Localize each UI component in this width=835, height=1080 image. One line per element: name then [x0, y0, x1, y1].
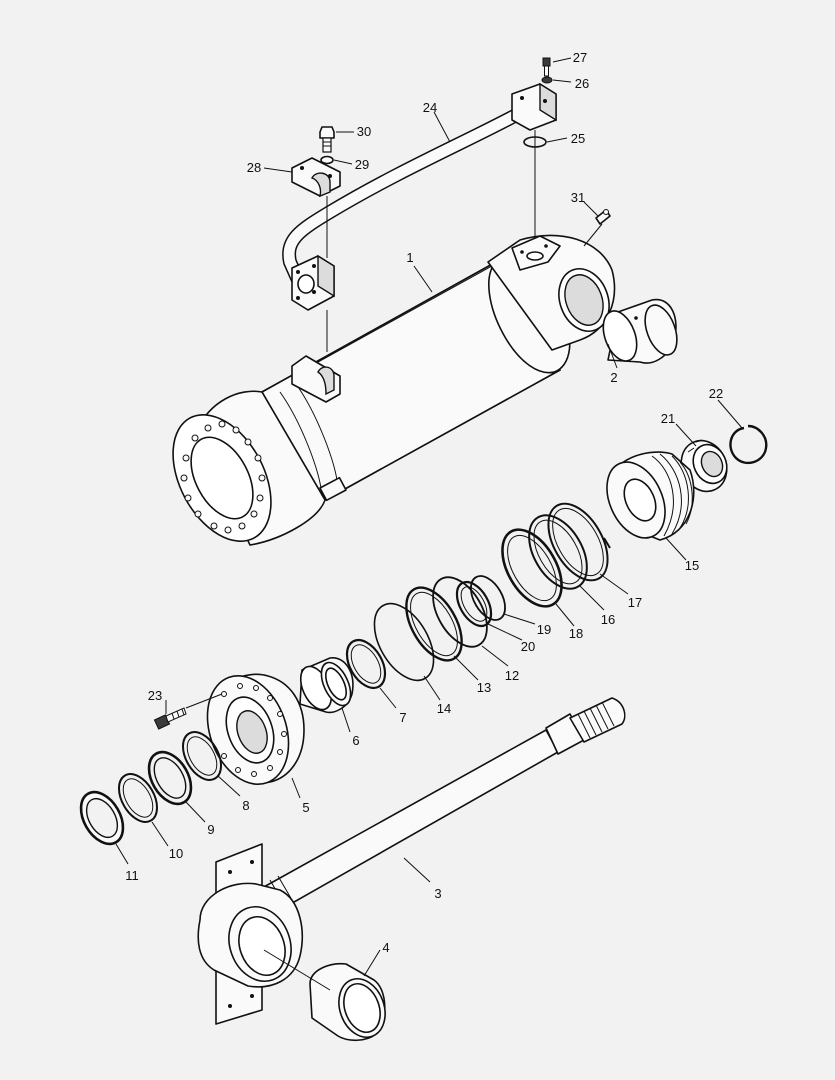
washer-29 — [320, 155, 334, 165]
ring-18 — [501, 528, 563, 608]
bushing-4 — [309, 962, 386, 1042]
callout-6: 6 — [352, 733, 359, 748]
seal-9 — [147, 750, 193, 806]
seal-8 — [182, 731, 222, 781]
callout-27: 27 — [573, 50, 587, 65]
bolt-30 — [319, 126, 335, 153]
rod-eye — [197, 843, 303, 1025]
ring-16 — [528, 514, 588, 590]
ring-17 — [547, 502, 609, 582]
callout-16: 16 — [601, 612, 615, 627]
callout-29: 29 — [355, 157, 369, 172]
washer-26 — [541, 76, 553, 84]
pipe-flange-top — [511, 82, 557, 131]
callout-26: 26 — [575, 76, 589, 91]
callout-22: 22 — [709, 386, 723, 401]
callout-8: 8 — [242, 798, 249, 813]
bushing-6 — [299, 657, 354, 714]
snap-ring-22 — [729, 424, 768, 465]
piston-15 — [606, 451, 695, 541]
ring-19 — [470, 575, 506, 621]
callout-17: 17 — [628, 595, 642, 610]
callout-25: 25 — [571, 131, 585, 146]
callout-5: 5 — [302, 800, 309, 815]
callout-1: 1 — [406, 250, 413, 265]
callout-24: 24 — [423, 100, 437, 115]
callout-21: 21 — [661, 411, 675, 426]
ring-7 — [345, 639, 387, 689]
grease-nipple-31 — [595, 209, 611, 225]
barrel-eye — [487, 234, 616, 351]
callout-3: 3 — [434, 886, 441, 901]
callout-7: 7 — [399, 710, 406, 725]
callout-labels: 1 2 3 4 5 6 7 8 9 10 11 12 13 14 15 16 1… — [125, 50, 723, 955]
leader-lines — [115, 57, 743, 977]
callout-13: 13 — [477, 680, 491, 695]
ring-13 — [405, 586, 463, 662]
callout-12: 12 — [505, 668, 519, 683]
bolt-23 — [153, 707, 187, 730]
gland-5 — [206, 673, 305, 786]
callout-10: 10 — [169, 846, 183, 861]
callout-30: 30 — [357, 124, 371, 139]
ring-14 — [373, 602, 435, 682]
bushing-2 — [602, 298, 678, 364]
callout-9: 9 — [207, 822, 214, 837]
callout-11: 11 — [125, 868, 139, 883]
piston-rod-3 — [261, 697, 626, 911]
callout-31: 31 — [571, 190, 585, 205]
clamp-28 — [291, 157, 341, 198]
ring-12 — [432, 576, 488, 648]
callout-19: 19 — [537, 622, 551, 637]
callout-18: 18 — [569, 626, 583, 641]
callout-14: 14 — [437, 701, 451, 716]
callout-15: 15 — [685, 558, 699, 573]
callout-23: 23 — [148, 688, 162, 703]
callout-28: 28 — [247, 160, 261, 175]
pipe-24 — [282, 106, 527, 311]
callout-4: 4 — [382, 940, 389, 955]
seal-10 — [118, 773, 158, 823]
callout-2: 2 — [610, 370, 617, 385]
bolt-27 — [542, 57, 551, 77]
callout-20: 20 — [521, 639, 535, 654]
